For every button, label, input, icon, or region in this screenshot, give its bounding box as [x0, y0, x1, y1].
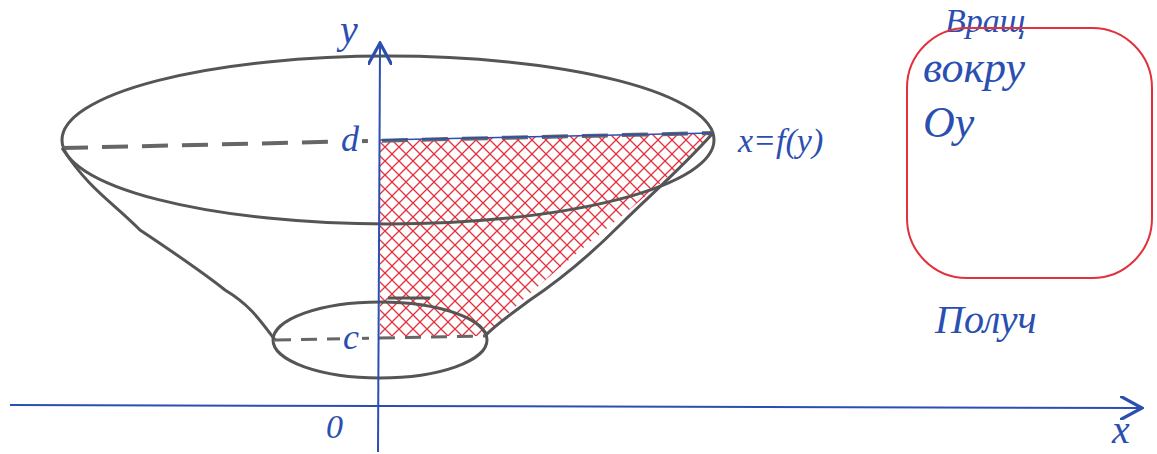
- node-text: вокру Оу: [923, 40, 1136, 150]
- label: x: [1112, 408, 1130, 452]
- label: y: [340, 8, 358, 52]
- red-oval-box: вокру Оу: [905, 26, 1154, 280]
- label: c: [340, 318, 362, 358]
- x-axis: [10, 405, 1140, 408]
- right-side: [485, 133, 713, 336]
- label: x=f(y): [738, 122, 823, 159]
- bottom-mark: [388, 297, 430, 300]
- bottom-ellipse: [273, 302, 487, 378]
- label: Вращ: [945, 2, 1025, 39]
- top-diameter: [62, 133, 713, 148]
- label: 0: [326, 408, 343, 445]
- d-level: [380, 133, 713, 140]
- bottom-diameter: [275, 336, 485, 340]
- y-axis: [378, 45, 380, 452]
- left-side: [62, 148, 275, 340]
- top-ellipse: [62, 56, 714, 224]
- label: Получ: [935, 298, 1037, 342]
- label: d: [338, 120, 362, 160]
